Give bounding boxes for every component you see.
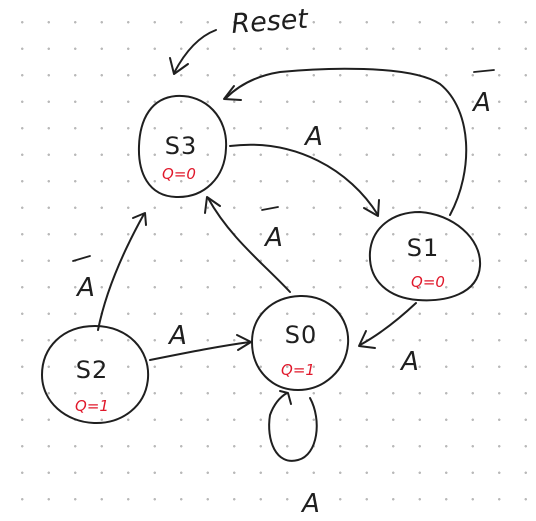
arrow-s2-to-s0 [149, 341, 251, 361]
arrow-s0-self-loop [268, 392, 318, 462]
state-output-s2: Q=1 [75, 397, 109, 415]
label-s0-to-s3: A [263, 223, 283, 253]
state-circle-s0 [251, 294, 350, 391]
state-name-s3: S3 [165, 132, 198, 160]
state-name-s0: S0 [285, 321, 318, 349]
state-output-s0: Q=1 [281, 361, 315, 379]
arrowhead-s3-to-s1 [363, 199, 380, 217]
arrow-s1-to-s3 [225, 67, 468, 216]
arrowhead-s1-to-s0 [358, 330, 376, 349]
arrowhead-s0-self-loop [279, 390, 292, 405]
state-circle-s1 [368, 211, 482, 302]
arrowhead-s0-to-s3 [204, 196, 221, 214]
reset-arrowhead [169, 57, 189, 75]
label-s1-to-s3: A [471, 88, 491, 118]
label-s3-to-s1: A [303, 122, 323, 152]
state-circle-s2 [41, 325, 150, 425]
reset-label: Reset [230, 4, 310, 40]
label-s1-to-s0: A [399, 347, 419, 377]
arrowhead-s2-to-s3 [132, 212, 147, 226]
diagram-text: Reset S3 Q=0 S1 Q=0 S0 Q=1 S2 Q=1 A A A … [72, 4, 495, 519]
label-s2-to-s3: A [75, 273, 95, 303]
state-circle-s3 [137, 94, 228, 199]
state-output-s3: Q=0 [162, 165, 196, 183]
arrow-s2-to-s3 [97, 213, 145, 331]
state-output-s1: Q=0 [411, 273, 445, 291]
state-nodes [41, 94, 482, 425]
state-name-s1: S1 [407, 234, 440, 262]
negation-bar-s1-to-s3 [473, 69, 495, 73]
label-s0-self-loop: A [300, 489, 320, 519]
reset-arrow [173, 29, 217, 74]
negation-bar-s2-to-s3 [72, 255, 91, 262]
state-name-s2: S2 [76, 356, 109, 384]
negation-bar-s0-to-s3 [261, 206, 279, 211]
arrowhead-s1-to-s3 [223, 85, 242, 101]
arrow-s1-to-s0 [359, 302, 417, 346]
arrow-s3-to-s1 [229, 143, 379, 216]
label-s2-to-s0: A [167, 321, 187, 351]
arrow-s0-to-s3 [207, 197, 291, 293]
